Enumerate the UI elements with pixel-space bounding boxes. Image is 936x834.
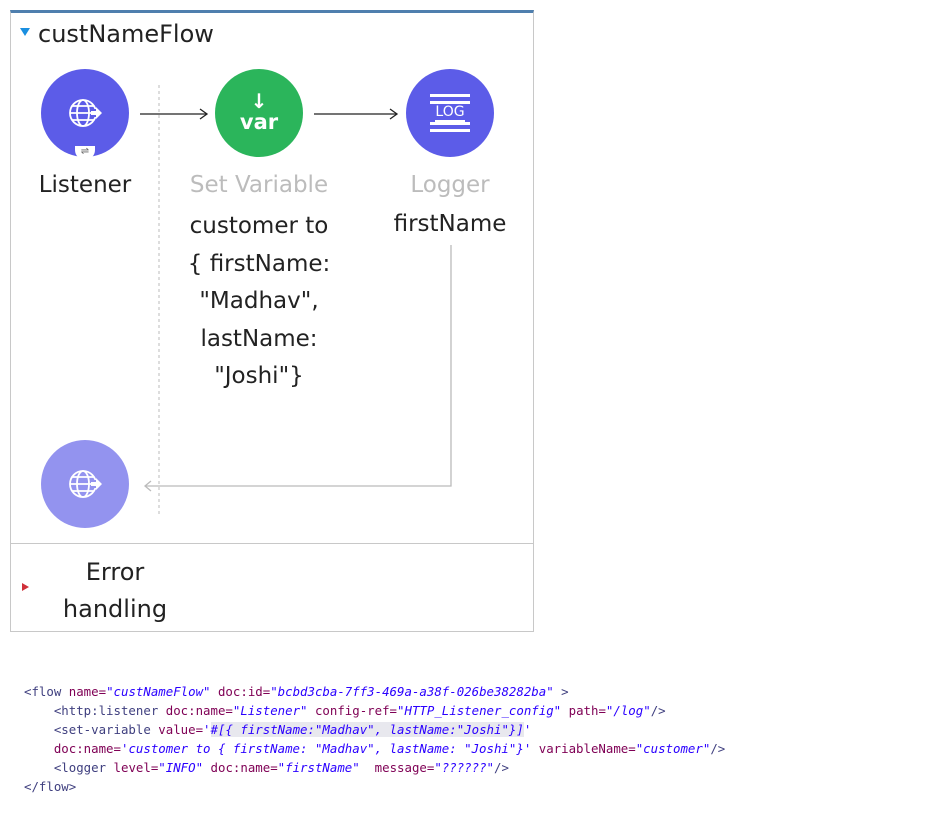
listener-node[interactable]: [41, 69, 129, 157]
globe-icon: [69, 470, 102, 498]
code-token: doc:name=: [24, 741, 121, 756]
code-token: doc:name=: [165, 703, 233, 718]
code-token: path=: [561, 703, 606, 718]
down-arrow-icon: ↓: [250, 89, 268, 113]
code-line: doc:name='customer to { firstName: "Madh…: [24, 739, 725, 758]
desc-line: "Joshi"}: [214, 363, 304, 389]
code-line: <set-variable value='#[{ firstName:"Madh…: [24, 720, 725, 739]
code-token: config-ref=: [307, 703, 398, 718]
log-bars-icon: [430, 122, 470, 132]
code-line: <flow name="custNameFlow" doc:id="bcbd3c…: [24, 682, 725, 701]
code-token: "firstName": [277, 760, 360, 775]
divider: [11, 543, 534, 544]
code-token: "Listener": [232, 703, 308, 718]
code-token: >: [553, 684, 569, 699]
code-token: <flow: [24, 684, 69, 699]
code-token: ': [203, 722, 211, 737]
code-token: variableName=: [531, 741, 636, 756]
set-variable-node[interactable]: ↓ var: [215, 69, 303, 157]
code-token: ': [523, 722, 532, 737]
collapse-triangle-icon[interactable]: [20, 28, 30, 36]
code-token: 'customer to { firstName: "Madhav", last…: [120, 741, 532, 756]
desc-line: lastName:: [200, 325, 318, 352]
code-line: <logger level="INFO" doc:name="firstName…: [24, 758, 725, 777]
exchange-icon: ⇌: [75, 146, 95, 160]
var-icon: var: [239, 110, 279, 134]
expand-triangle-icon[interactable]: [22, 583, 29, 591]
code-token: "/log": [605, 703, 651, 718]
code-token: value=: [158, 722, 204, 737]
code-token: />: [710, 741, 726, 756]
code-token: "INFO": [158, 760, 204, 775]
set-variable-description: customer to { firstName: "Madhav", lastN…: [159, 208, 359, 396]
listener-response-node[interactable]: [41, 440, 129, 528]
log-bars-icon: [430, 94, 470, 104]
code-token: />: [494, 760, 509, 775]
code-token: </flow>: [24, 779, 77, 794]
code-token: level=: [113, 760, 159, 775]
code-token: "bcbd3cba-7ff3-469a-a38f-026be38282ba": [270, 684, 554, 699]
logger-node[interactable]: LOG: [406, 69, 494, 157]
code-token: "customer": [635, 741, 711, 756]
set-variable-label: Set Variable: [189, 172, 329, 198]
code-token: message=: [359, 760, 435, 775]
code-token: name=: [68, 684, 107, 699]
code-token: "??????": [434, 760, 495, 775]
desc-line: "Madhav",: [199, 288, 319, 314]
code-token: />: [650, 703, 666, 718]
logger-description: firstName: [393, 211, 507, 237]
desc-line: { firstName:: [187, 250, 331, 277]
code-token: <logger: [24, 760, 114, 775]
flow-title: custNameFlow: [38, 20, 214, 48]
desc-line: customer to: [189, 213, 329, 239]
listener-label: Listener: [38, 172, 132, 198]
code-token: <set-variable: [24, 722, 159, 737]
code-line: <http:listener doc:name="Listener" confi…: [24, 701, 725, 720]
log-icon: LOG: [435, 104, 465, 122]
globe-icon: [69, 99, 102, 127]
code-token: #[{ firstName:"Madhav", lastName:"Joshi"…: [210, 722, 524, 737]
code-token: "custNameFlow": [106, 684, 211, 699]
xml-code-block: <flow name="custNameFlow" doc:id="bcbd3c…: [24, 682, 725, 796]
code-token: doc:name=: [203, 760, 278, 775]
code-token: "HTTP_Listener_config": [397, 703, 562, 718]
code-token: <http:listener: [24, 703, 166, 718]
code-line: </flow>: [24, 777, 725, 796]
code-token: doc:id=: [210, 684, 271, 699]
logger-label: Logger: [410, 172, 490, 198]
return-line: [143, 245, 452, 492]
flow-canvas: [10, 10, 534, 632]
error-handling-section[interactable]: Error handling: [62, 558, 168, 623]
